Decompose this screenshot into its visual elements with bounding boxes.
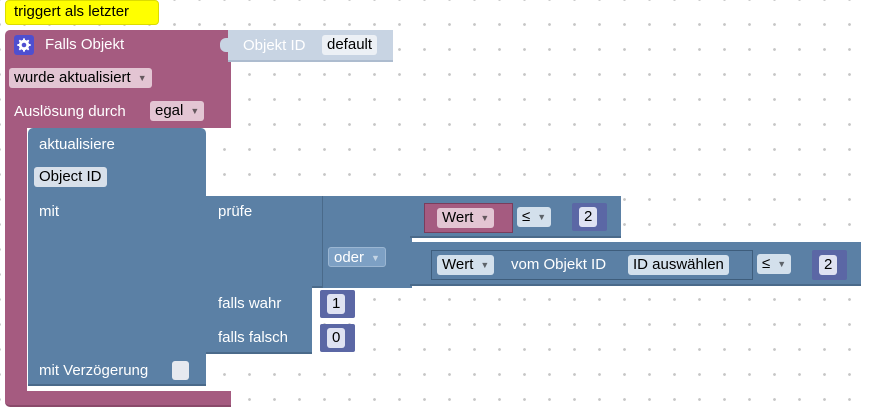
compare2-right-value-field[interactable]: 2 [819, 255, 838, 275]
update-title: aktualisiere [39, 136, 115, 153]
trigger-by-dropdown[interactable]: egal ▼ [150, 101, 205, 121]
trigger-by-dropdown-value: egal [155, 102, 184, 119]
gear-icon[interactable] [14, 35, 34, 55]
compare1-left-dropdown[interactable]: Wert ▼ [437, 208, 495, 228]
trigger-block-spine [5, 126, 27, 394]
compare1-right-value-field[interactable]: 2 [579, 207, 598, 227]
logic-operator-dropdown[interactable]: oder ▼ [328, 247, 386, 267]
dropdown-arrow-icon: ▼ [137, 73, 147, 84]
check-label: prüfe [218, 203, 253, 220]
trigger-title: Falls Objekt [45, 36, 125, 53]
compare2-object-field[interactable]: ID auswählen [628, 255, 729, 275]
false-value-field[interactable]: 0 [327, 328, 346, 348]
event-dropdown-value: wurde aktualisiert [14, 69, 131, 86]
ternary-connector [198, 204, 210, 218]
dropdown-arrow-icon: ▼ [480, 213, 490, 224]
dropdown-arrow-icon: ▼ [480, 260, 490, 271]
compare2-property-dropdown[interactable]: Wert ▼ [437, 255, 495, 275]
if-true-label: falls wahr [218, 295, 282, 312]
comment-bubble[interactable] [5, 0, 159, 25]
compare1-operator-dropdown[interactable]: ≤▼ [517, 207, 552, 227]
delay-checkbox[interactable] [172, 361, 189, 380]
compare2-property-value: Wert [442, 256, 474, 273]
with-label: mit [39, 203, 59, 220]
compare2-operator-dropdown[interactable]: ≤▼ [757, 254, 792, 274]
object-id-input[interactable]: Object ID [34, 167, 107, 187]
compare2-operator-value: ≤ [762, 255, 771, 272]
if-false-label: falls falsch [218, 329, 289, 346]
delay-label: mit Verzögerung [39, 362, 149, 379]
compare1-left-value: Wert [442, 209, 474, 226]
trigger-block-bottom [5, 391, 231, 407]
dropdown-arrow-icon: ▼ [537, 212, 547, 223]
dropdown-arrow-icon: ▼ [190, 106, 200, 117]
object-id-label: Objekt ID [243, 37, 306, 54]
dropdown-arrow-icon: ▼ [371, 253, 380, 264]
logic-operator-value: oder [334, 249, 365, 266]
object-id-block-connector [220, 38, 232, 52]
comment-text: triggert als letzter [14, 3, 130, 20]
object-id-value-field[interactable]: default [322, 35, 378, 55]
compare1-operator-value: ≤ [522, 208, 531, 225]
true-value-field[interactable]: 1 [327, 294, 346, 314]
event-dropdown[interactable]: wurde aktualisiert ▼ [9, 68, 152, 88]
compare2-from-label: vom Objekt ID [511, 256, 607, 273]
logic-block[interactable] [322, 196, 412, 288]
dropdown-arrow-icon: ▼ [777, 259, 787, 270]
trigger-by-label: Auslösung durch [14, 103, 126, 120]
ternary-block-spine [206, 286, 312, 354]
